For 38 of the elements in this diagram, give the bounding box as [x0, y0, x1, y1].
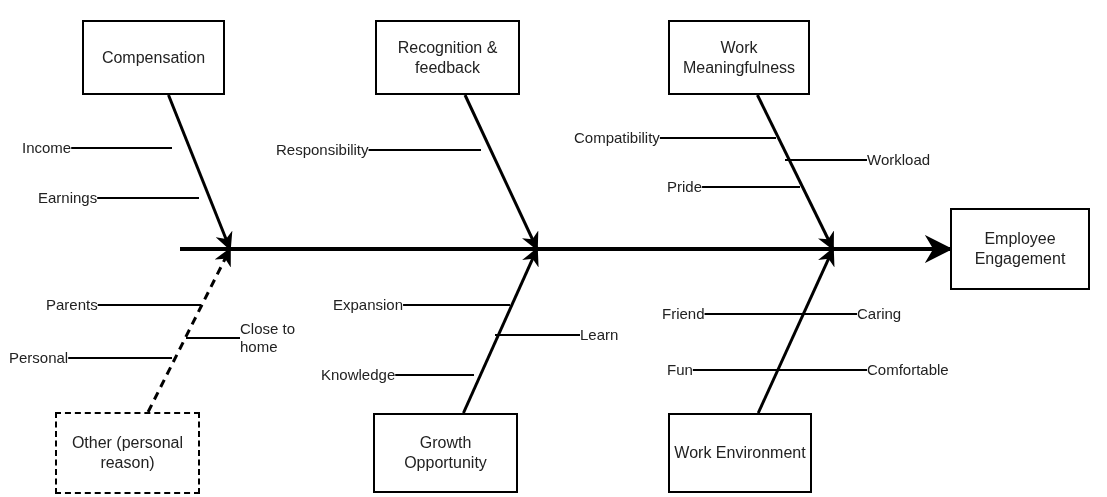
cause-label: Comfortable — [867, 361, 949, 379]
leader-line — [67, 357, 173, 359]
effect-box: Employee Engagement — [950, 208, 1090, 290]
category-box: Other (personal reason) — [55, 412, 200, 494]
cause-label: Friend — [662, 305, 705, 323]
cause-label: Expansion — [333, 296, 404, 314]
leader-line — [658, 137, 777, 139]
category-box: Work Meaningfulness — [668, 20, 810, 95]
leader-line — [701, 186, 801, 188]
leader-line — [96, 197, 200, 199]
cause-label: Workload — [867, 151, 931, 169]
category-box: Recognition & feedback — [375, 20, 520, 95]
cause-label: Close to home — [240, 320, 310, 356]
category-box: Compensation — [82, 20, 225, 95]
cause-label: Pride — [667, 178, 703, 196]
cause-label: Caring — [857, 305, 902, 323]
cause-label: Parents — [46, 296, 98, 314]
leader-line — [96, 304, 202, 306]
cause-label: Personal — [9, 349, 69, 367]
cause-label: Compatibility — [574, 129, 660, 147]
leader-line — [691, 369, 868, 371]
leader-line — [703, 313, 858, 315]
leader-line — [367, 149, 482, 151]
cause-label: Income — [22, 139, 72, 157]
leader-line — [402, 304, 511, 306]
cause-label: Learn — [580, 326, 619, 344]
category-box: Work Environment — [668, 413, 812, 493]
category-box: Growth Opportunity — [373, 413, 518, 493]
leader-line — [70, 147, 173, 149]
cause-label: Knowledge — [321, 366, 396, 384]
leader-line — [185, 337, 241, 339]
cause-label: Earnings — [38, 189, 98, 207]
leader-line — [494, 334, 581, 336]
cause-label: Responsibility — [276, 141, 369, 159]
leader-line — [784, 159, 868, 161]
leader-line — [394, 374, 475, 376]
cause-label: Fun — [667, 361, 693, 379]
bone-arrow — [146, 247, 232, 413]
